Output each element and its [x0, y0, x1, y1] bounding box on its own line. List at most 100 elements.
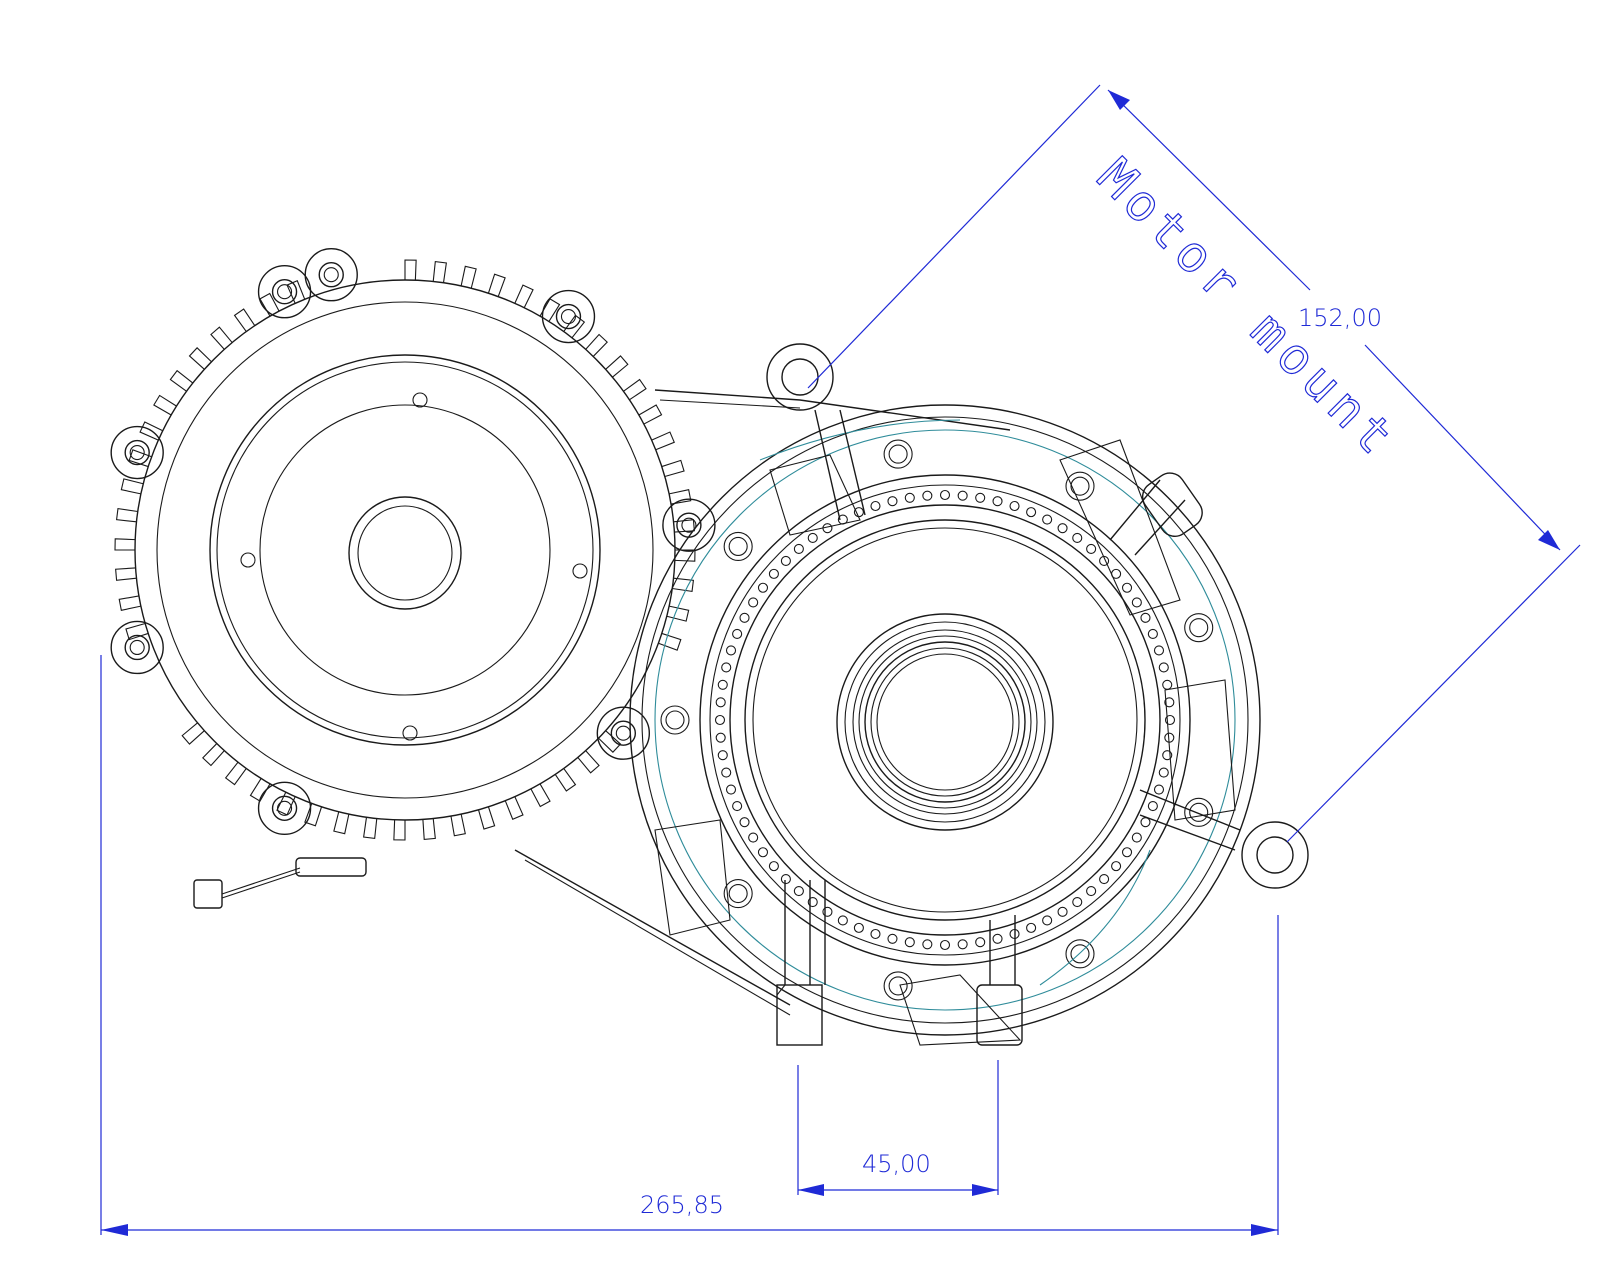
flange-bolt-head	[728, 884, 748, 904]
cooling-fin	[605, 355, 629, 378]
mounting-ear	[541, 289, 596, 344]
dimension-lug-spacing-text: 45,00	[862, 1150, 931, 1178]
flange-bolt	[883, 439, 913, 469]
cooling-fin	[404, 259, 417, 281]
gear-tooth	[1140, 612, 1151, 623]
gear-tooth	[904, 937, 915, 948]
mounting-ear	[110, 425, 164, 480]
cooling-fin	[169, 369, 194, 392]
dimension-overall-width: 265,85	[100, 655, 1279, 1236]
gear-tooth	[793, 543, 804, 554]
gear-tooth	[717, 679, 728, 690]
cooling-fin	[422, 818, 436, 840]
mounting-ear-hole	[124, 439, 150, 466]
cooling-fin	[304, 803, 323, 827]
cooling-fin	[554, 768, 577, 792]
gear-tooth	[739, 612, 750, 623]
gear-tooth	[870, 928, 881, 940]
flange-bolt-head	[1189, 802, 1209, 822]
flange-bolt-head	[728, 536, 748, 556]
gear-tooth	[715, 697, 726, 708]
gear-tooth	[721, 662, 732, 673]
cooling-fin	[487, 273, 506, 297]
gear-tooth	[1131, 597, 1142, 608]
gear-tooth	[768, 568, 779, 579]
cooling-fin	[115, 567, 137, 581]
terminal-leg-left	[776, 880, 826, 1046]
gear-tooth	[1099, 874, 1110, 885]
cooling-fin	[661, 459, 685, 478]
gear-tooth	[992, 933, 1003, 944]
flange-bolt-head	[1189, 618, 1209, 638]
gear-tooth	[1057, 523, 1068, 534]
gear-tooth	[822, 906, 833, 917]
gear-tooth	[1140, 817, 1151, 828]
cooling-fin	[666, 605, 690, 622]
cooling-fin	[188, 347, 212, 370]
gear-tooth	[870, 500, 881, 512]
gear-tooth	[757, 847, 769, 858]
flange-bolt	[1065, 939, 1095, 969]
cooling-fin	[432, 260, 447, 283]
flange-bolt-head	[888, 444, 908, 464]
cooling-fin	[125, 622, 149, 641]
dimension-lug-spacing: 45,00	[797, 1060, 999, 1196]
gear-tooth	[1026, 507, 1037, 518]
gear-tooth	[1009, 500, 1020, 512]
side-boss	[1141, 472, 1203, 538]
flange-bolt-head	[665, 710, 685, 730]
gear-tooth	[1057, 906, 1068, 917]
mounting-ear-hole	[271, 279, 298, 305]
gear-tooth	[780, 555, 791, 566]
cooling-fin	[259, 292, 280, 317]
cooling-fin	[504, 796, 524, 820]
cooling-fin	[477, 806, 496, 830]
cooling-fin	[658, 632, 682, 651]
gear-tooth	[793, 886, 804, 897]
mounting-ear-hole	[124, 634, 150, 661]
cooling-fin	[233, 308, 256, 332]
gear-tooth	[768, 861, 779, 872]
gear-tooth	[732, 628, 743, 639]
flange-bolt	[660, 705, 690, 735]
gear-tooth	[975, 492, 986, 503]
cooling-fin	[668, 489, 692, 505]
gear-tooth	[725, 645, 737, 656]
cooling-fin	[114, 538, 136, 551]
gear-tooth	[1086, 543, 1097, 554]
gear-tooth	[853, 922, 864, 933]
mounting-ear-bore	[615, 725, 631, 741]
gear-tooth	[957, 490, 968, 501]
gear-tooth	[1111, 861, 1122, 872]
flange-bolt	[1065, 471, 1095, 501]
flange-bolt-head	[1070, 944, 1090, 964]
gear-tooth	[1121, 847, 1133, 858]
dimension-overall-width-text: 265,85	[640, 1191, 724, 1219]
gear-tooth	[1121, 582, 1133, 593]
cooling-fin	[115, 508, 138, 523]
gear-tooth	[992, 496, 1003, 507]
gear-tooth	[807, 532, 818, 544]
dimension-mount-span: 152,00	[807, 84, 1581, 843]
gear-tooth	[1042, 514, 1053, 525]
mounting-ear-hole	[271, 795, 298, 821]
cooling-fin	[598, 730, 622, 753]
flange-bolt-head	[1070, 476, 1090, 496]
mounting-ear	[257, 781, 312, 835]
gear-tooth	[1164, 697, 1175, 708]
gear-tooth	[1153, 645, 1165, 656]
gear-tooth	[780, 874, 791, 885]
mounting-ear-bore	[323, 267, 339, 283]
cooling-fin	[450, 813, 466, 837]
flange-bolt-head	[888, 976, 908, 996]
gear-tooth	[1153, 784, 1165, 795]
flange-bolt	[1184, 613, 1214, 643]
gear-tooth	[739, 817, 750, 828]
gear-tooth	[939, 489, 951, 501]
cooling-fin	[539, 298, 561, 322]
mounting-ear-hole	[318, 262, 344, 288]
mounting-ear	[110, 620, 164, 675]
flange-bolt-holes	[660, 439, 1214, 1001]
mounting-ear	[596, 706, 651, 760]
